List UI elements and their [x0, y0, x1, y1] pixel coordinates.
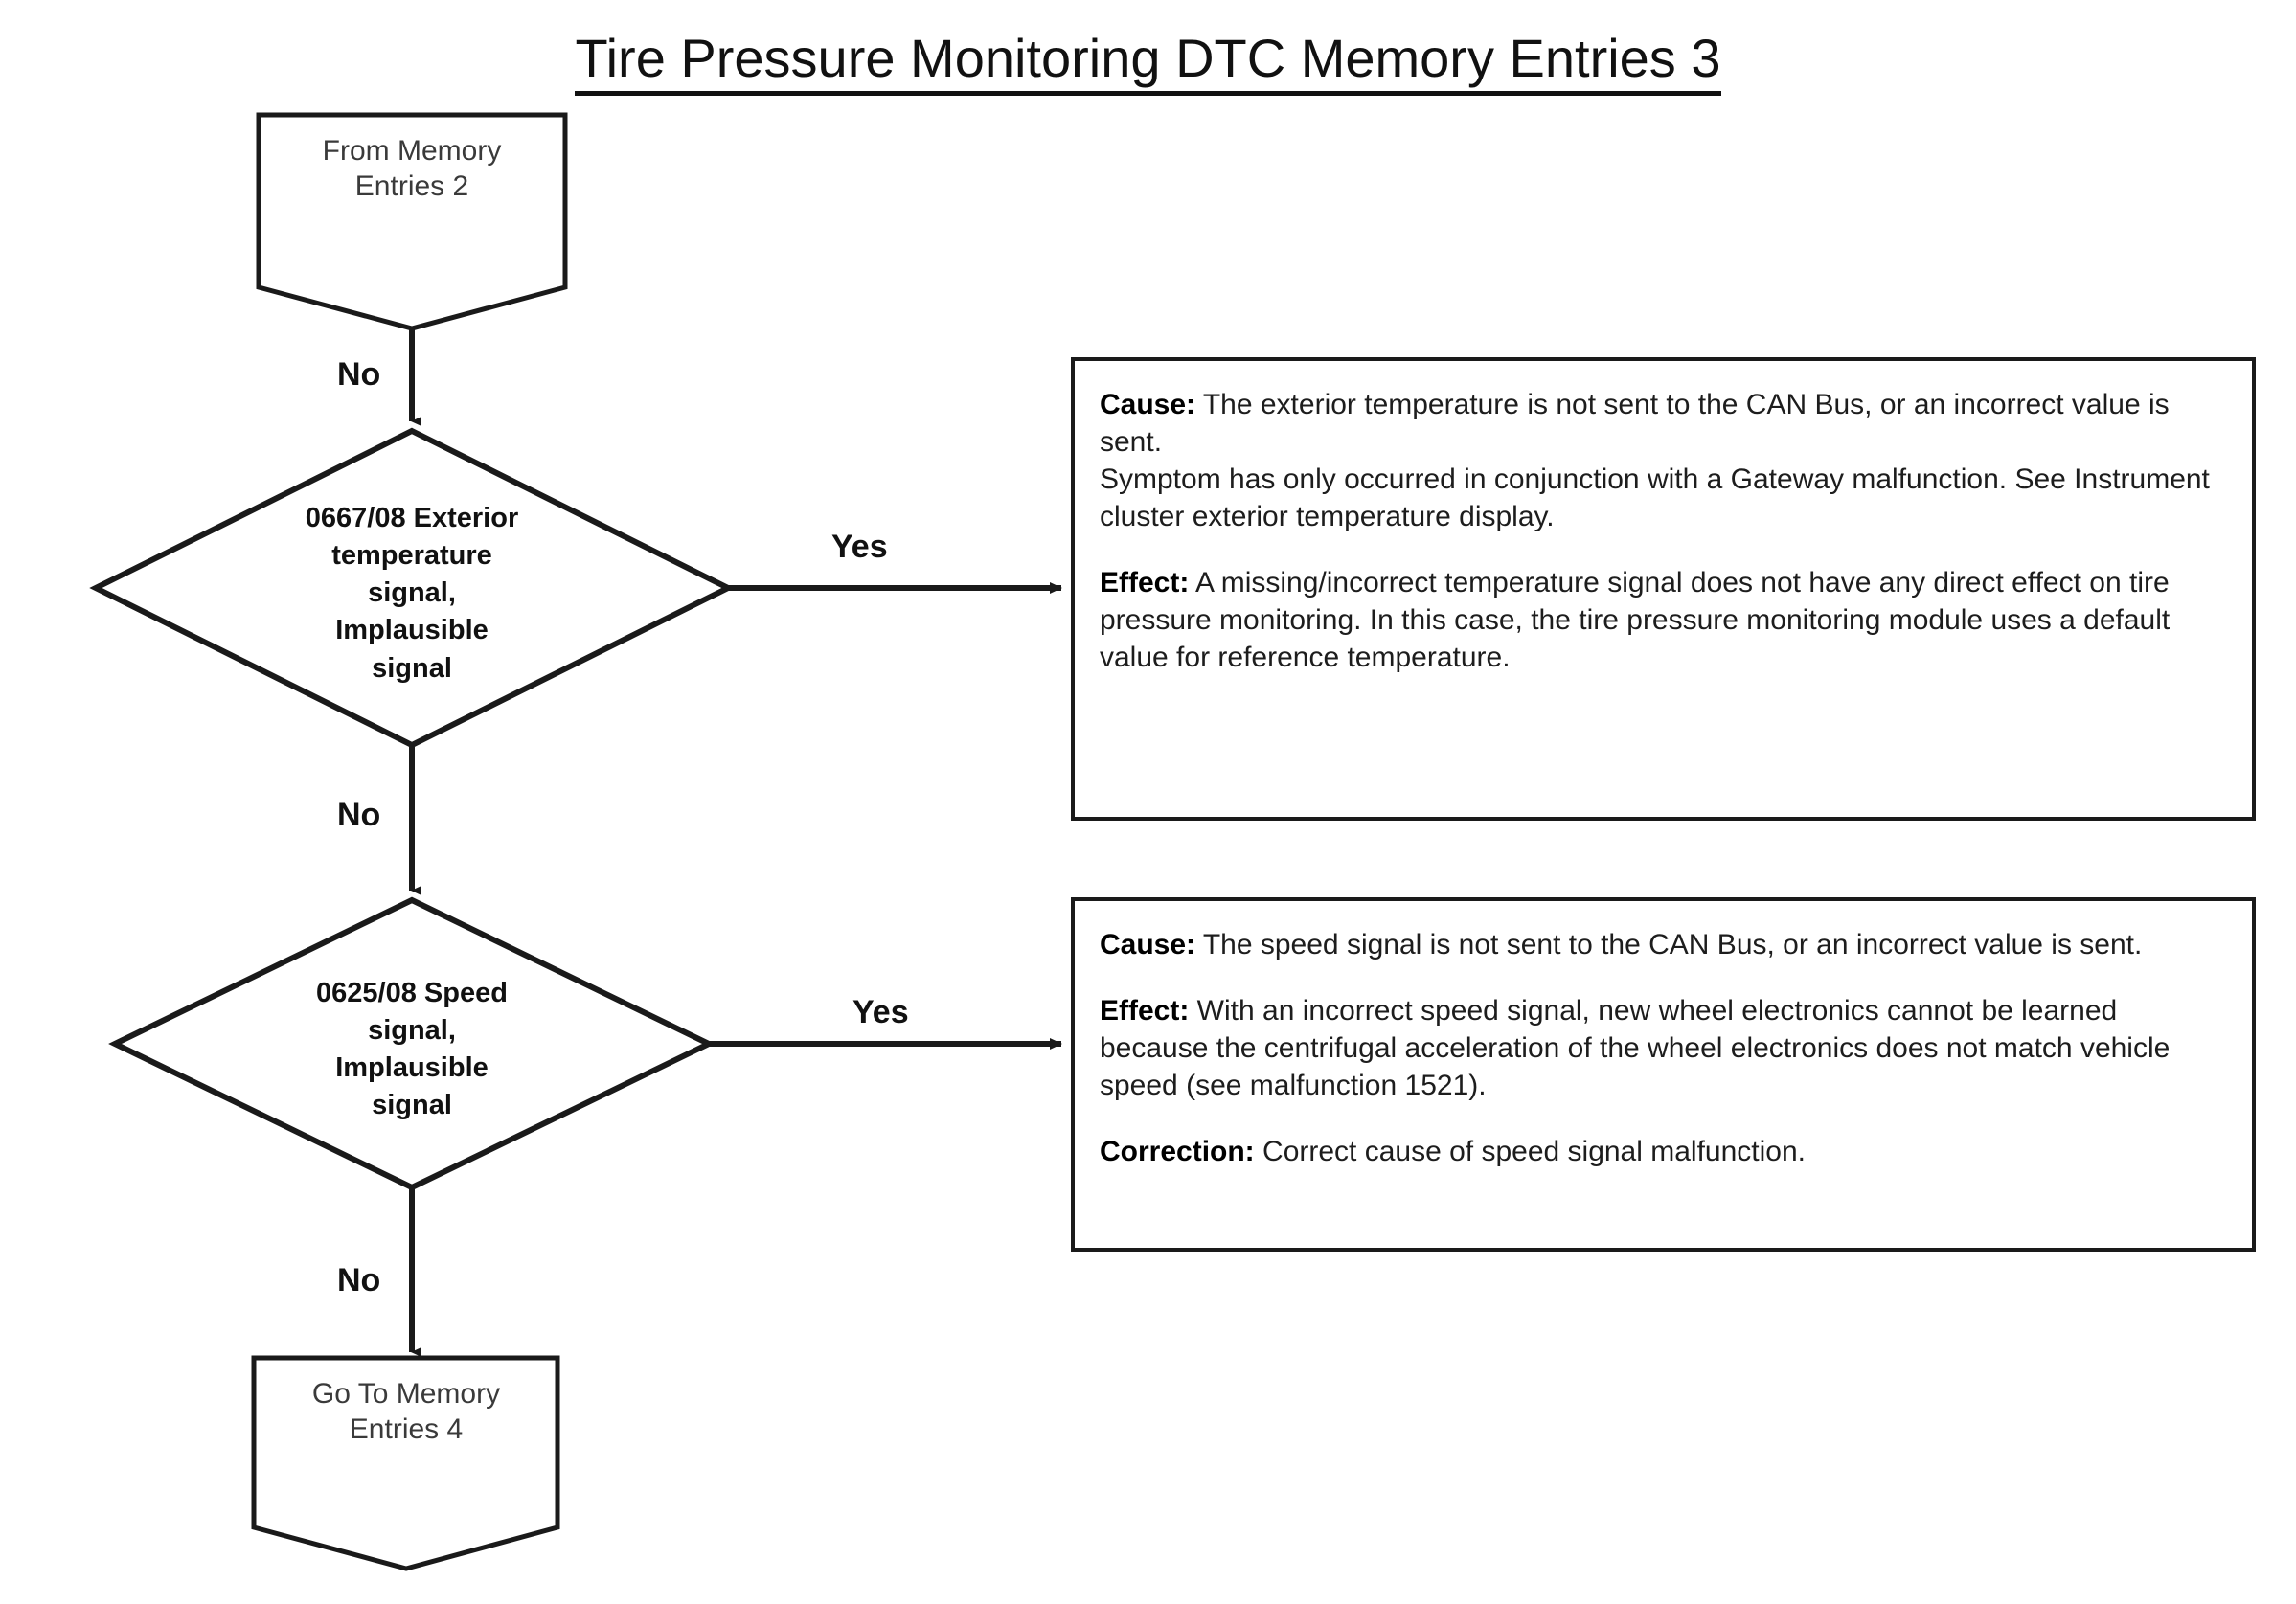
speed-cause-text: The speed signal is not sent to the CAN … [1195, 929, 2143, 960]
speed-effect-paragraph: Effect: With an incorrect speed signal, … [1100, 992, 2227, 1104]
edge-label-no-1: No [337, 356, 381, 393]
info-box-temperature: Cause: The exterior temperature is not s… [1071, 357, 2256, 821]
info-box-speed: Cause: The speed signal is not sent to t… [1071, 897, 2256, 1252]
temperature-cause-text: The exterior temperature is not sent to … [1100, 389, 2170, 458]
page-title-text: Tire Pressure Monitoring DTC Memory Entr… [575, 30, 1721, 96]
temperature-cause-lead: Cause: [1100, 389, 1196, 420]
start-terminator-line-1: From Memory [322, 135, 502, 167]
edge-label-yes-2: Yes [852, 994, 909, 1030]
decision-0667-08-line-2: temperature [331, 540, 492, 572]
speed-cause-paragraph: Cause: The speed signal is not sent to t… [1100, 926, 2227, 963]
page-title: Tire Pressure Monitoring DTC Memory Entr… [0, 27, 2296, 96]
decision-0625-08-label: 0625/08 Speed signal, Implausible signal [239, 975, 584, 1125]
speed-correction-paragraph: Correction: Correct cause of speed signa… [1100, 1133, 2227, 1170]
speed-correction-lead: Correction: [1100, 1136, 1255, 1167]
decision-0667-08-line-4: Implausible [335, 615, 489, 646]
decision-0625-08-line-1: 0625/08 Speed [316, 978, 508, 1008]
start-terminator-label: From Memory Entries 2 [259, 134, 565, 204]
start-terminator-line-2: Entries 2 [354, 169, 469, 202]
temperature-cause-paragraph: Cause: The exterior temperature is not s… [1100, 386, 2227, 461]
end-terminator-line-1: Go To Memory [311, 1378, 501, 1410]
speed-correction-text: Correct cause of speed signal malfunctio… [1254, 1136, 1806, 1167]
temperature-effect-text: A missing/incorrect temperature signal d… [1100, 567, 2171, 673]
decision-0667-08-line-5: signal [372, 652, 452, 684]
speed-cause-lead: Cause: [1100, 929, 1196, 960]
edge-label-no-2: No [337, 797, 381, 833]
temperature-effect-paragraph: Effect: A missing/incorrect temperature … [1100, 564, 2227, 676]
decision-0667-08-line-1: 0667/08 Exterior [305, 503, 519, 533]
edge-label-no-3: No [337, 1262, 381, 1299]
decision-0625-08-line-4: signal [372, 1090, 452, 1121]
speed-effect-text: With an incorrect speed signal, new whee… [1100, 995, 2171, 1101]
decision-0625-08-line-2: signal, [368, 1015, 456, 1047]
end-terminator-line-2: Entries 4 [349, 1412, 464, 1445]
speed-effect-lead: Effect: [1100, 995, 1190, 1027]
edge-label-yes-1: Yes [831, 529, 888, 565]
temperature-symptom-paragraph: Symptom has only occurred in conjunction… [1100, 463, 2210, 532]
temperature-effect-lead: Effect: [1100, 567, 1190, 599]
decision-0667-08-label: 0667/08 Exterior temperature signal, Imp… [239, 500, 584, 688]
end-terminator-label: Go To Memory Entries 4 [254, 1377, 558, 1447]
decision-0625-08-line-3: Implausible [335, 1052, 489, 1084]
decision-0667-08-line-3: signal, [368, 577, 456, 609]
